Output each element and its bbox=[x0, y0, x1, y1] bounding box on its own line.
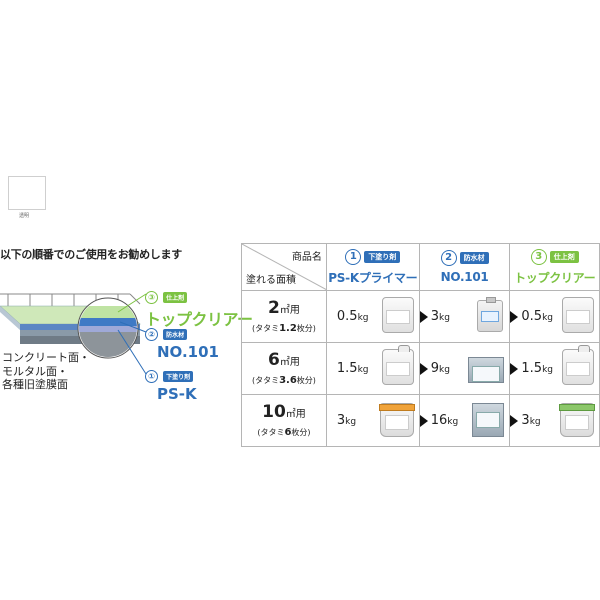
qty-cell-waterproof: 16kg bbox=[418, 394, 511, 447]
layer-topcoat: ③ 仕上剤 トップクリアー bbox=[145, 287, 253, 330]
qty-cell-primer: 1.5kg bbox=[325, 342, 420, 395]
area-cell: 2㎡用 (タタミ1.2枚分) bbox=[241, 290, 327, 343]
layer-primer: ① 下塗り剤 PS-K bbox=[145, 366, 197, 403]
product-name: NO.101 bbox=[440, 270, 489, 284]
tatami-prefix: (タタミ bbox=[257, 428, 285, 437]
diagonal-line bbox=[242, 244, 327, 290]
tatami-suffix: 枚分) bbox=[291, 428, 311, 437]
swatch-caption: 透明 bbox=[19, 213, 30, 219]
header-col-waterproof: 2 防水材 NO.101 bbox=[418, 243, 511, 291]
substrate-line: 各種旧塗膜面 bbox=[2, 378, 68, 391]
arrow-right-icon bbox=[510, 311, 519, 323]
area-value: 10 bbox=[262, 402, 286, 422]
area-value: 2 bbox=[268, 298, 280, 318]
quantity: 9kg bbox=[430, 361, 450, 376]
header-col-primer: 1 下塗り剤 PS-Kプライマー bbox=[325, 243, 420, 291]
product-tag: 防水材 bbox=[459, 252, 489, 264]
area-unit: ㎡用 bbox=[279, 305, 300, 316]
quantity: 1.5kg bbox=[336, 361, 369, 376]
arrow-right-icon bbox=[510, 415, 519, 427]
layer-product: NO.101 bbox=[157, 343, 219, 361]
header-col-topcoat: 3 仕上剤 トップクリアー bbox=[509, 243, 600, 291]
tatami-prefix: (タタミ bbox=[251, 324, 280, 333]
layer-tag: 防水材 bbox=[163, 329, 188, 340]
step-number: ③ bbox=[145, 291, 158, 304]
area-cell: 6㎡用 (タタミ3.6枚分) bbox=[241, 342, 327, 395]
qty-cell-topcoat: 1.5kg bbox=[509, 342, 600, 395]
substrate-line: モルタル面・ bbox=[2, 364, 68, 378]
quantity: 0.5kg bbox=[336, 309, 369, 324]
tatami-count: 1.2 bbox=[279, 323, 297, 334]
layer-product: トップクリアー bbox=[145, 310, 253, 329]
qty-cell-topcoat: 0.5kg bbox=[509, 290, 600, 343]
step-number: 1 bbox=[345, 248, 362, 265]
layer-waterproof: ② 防水材 NO.101 bbox=[145, 324, 219, 361]
table-header-row: 商品名 塗れる面積 1 下塗り剤 PS-Kプライマー 2 防水材 NO.101 … bbox=[241, 243, 600, 291]
recommendation-heading: 以下の順番でのご使用をお勧めします bbox=[0, 248, 182, 261]
primer-container-icon bbox=[381, 345, 414, 385]
qty-cell-topcoat: 3kg bbox=[509, 394, 600, 447]
table-row: 2㎡用 (タタミ1.2枚分) 0.5kg 3kg 0.5kg bbox=[241, 290, 600, 343]
quantity: 16kg bbox=[430, 413, 459, 428]
area-unit: ㎡用 bbox=[279, 357, 300, 368]
area-value: 6 bbox=[268, 350, 280, 370]
product-name: PS-Kプライマー bbox=[328, 270, 418, 285]
color-swatch bbox=[8, 176, 46, 210]
step-number: ② bbox=[145, 328, 158, 341]
product-name: トップクリアー bbox=[514, 270, 596, 285]
waterproof-container-icon bbox=[472, 403, 505, 437]
layer-tag: 仕上剤 bbox=[163, 292, 188, 303]
area-cell: 10㎡用 (タタミ6枚分) bbox=[241, 394, 327, 447]
product-tag: 仕上剤 bbox=[549, 250, 579, 263]
header-corner-cell: 商品名 塗れる面積 bbox=[241, 243, 327, 291]
tatami-suffix: 枚分) bbox=[296, 324, 316, 333]
layer-product: PS-K bbox=[157, 385, 197, 403]
qty-cell-primer: 0.5kg bbox=[325, 290, 420, 343]
arrow-right-icon bbox=[419, 415, 428, 427]
quantity: 3kg bbox=[430, 309, 450, 324]
substrate-line: コンクリート面・ bbox=[2, 351, 90, 364]
arrow-right-icon bbox=[510, 363, 519, 375]
header-area: 塗れる面積 bbox=[246, 275, 296, 286]
substrate-label: コンクリート面・ モルタル面・ 各種旧塗膜面 bbox=[2, 351, 90, 392]
layer-tag: 下塗り剤 bbox=[163, 371, 194, 382]
area-unit: ㎡用 bbox=[285, 409, 306, 420]
tatami-count: 3.6 bbox=[279, 375, 297, 386]
table-row: 10㎡用 (タタミ6枚分) 3kg 16kg 3kg bbox=[241, 394, 600, 447]
waterproof-container-icon bbox=[477, 297, 504, 332]
step-number: 2 bbox=[440, 250, 457, 266]
quantity: 1.5kg bbox=[521, 361, 554, 376]
header-product-name: 商品名 bbox=[291, 252, 322, 263]
arrow-right-icon bbox=[419, 363, 428, 375]
tatami-prefix: (タタミ bbox=[251, 376, 280, 385]
topcoat-container-icon bbox=[562, 345, 594, 385]
step-number: 3 bbox=[530, 248, 547, 265]
quantity: 3kg bbox=[521, 413, 541, 428]
table-row: 6㎡用 (タタミ3.6枚分) 1.5kg 9kg 1.5kg bbox=[241, 342, 600, 395]
tatami-suffix: 枚分) bbox=[296, 376, 316, 385]
topcoat-container-icon bbox=[562, 297, 594, 333]
tatami-count: 6 bbox=[284, 427, 292, 438]
layer-diagram bbox=[0, 293, 147, 375]
topcoat-container-icon bbox=[559, 403, 595, 437]
primer-container-icon bbox=[381, 297, 414, 333]
arrow-right-icon bbox=[419, 311, 428, 323]
qty-cell-primer: 3kg bbox=[325, 394, 420, 447]
product-tag: 下塗り剤 bbox=[364, 250, 401, 263]
quantity: 3kg bbox=[336, 413, 357, 428]
primer-container-icon bbox=[378, 403, 415, 437]
qty-cell-waterproof: 3kg bbox=[418, 290, 511, 343]
step-number: ① bbox=[145, 370, 158, 383]
waterproof-container-icon bbox=[468, 357, 505, 383]
usage-table: 商品名 塗れる面積 1 下塗り剤 PS-Kプライマー 2 防水材 NO.101 … bbox=[241, 243, 600, 447]
qty-cell-waterproof: 9kg bbox=[418, 342, 511, 395]
quantity: 0.5kg bbox=[521, 309, 554, 324]
